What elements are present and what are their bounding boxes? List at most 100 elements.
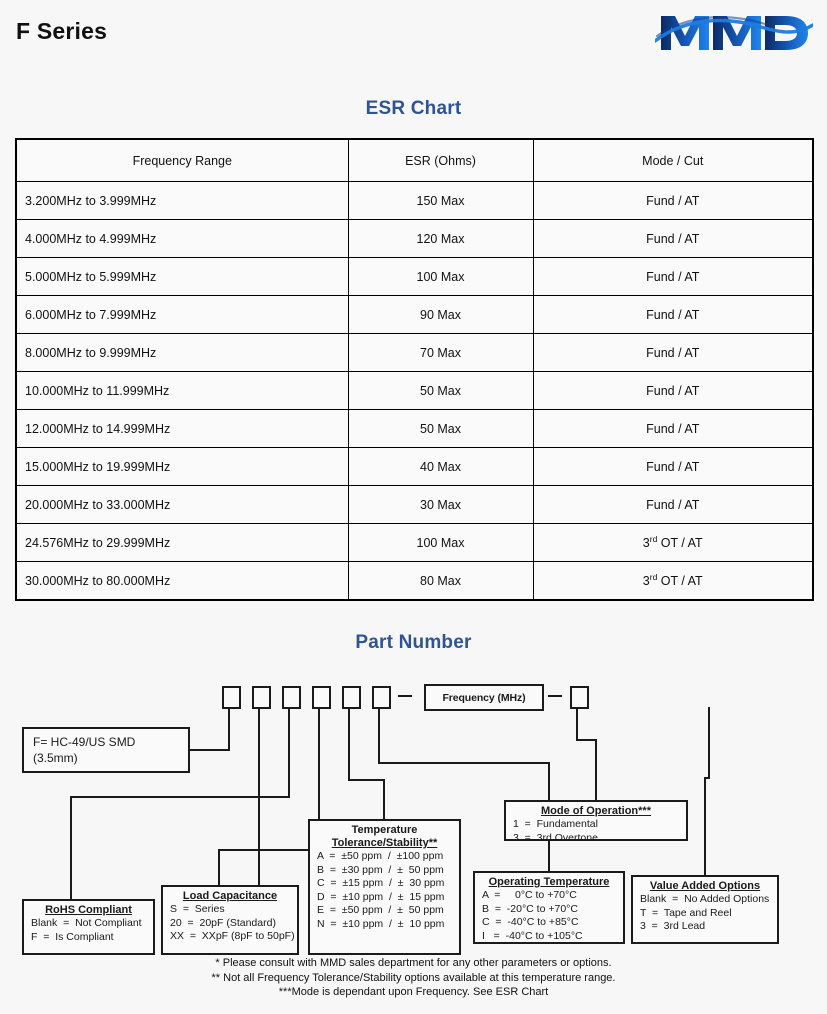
package-line-2: (3.5mm) [33,751,78,765]
cell-esr: 80 Max [347,561,534,601]
cell-esr: 70 Max [347,333,534,372]
pn-dash-2 [548,695,562,697]
cell-mode-cut: Fund / AT [532,485,814,524]
cell-mode-cut: 3rd OT / AT [532,561,814,601]
mode-of-operation-line-1: 1 = Fundamental [513,818,598,830]
value-added-options-line-1: Blank = No Added Options [640,893,770,905]
table-header-row: Frequency Range ESR (Ohms) Mode / Cut [15,138,814,182]
mode-of-operation-line-2: 3 = 3rd Overtone [513,831,598,844]
rohs-line-1: Blank = Not Compliant [31,917,142,929]
load-capacitance-line-1: S = Series [170,903,225,915]
value-added-options-box: Value Added Options Blank = No Added Opt… [631,875,779,944]
temperature-line-1: A = ±50 ppm / ±100 ppm [317,850,444,862]
temperature-line-2: B = ±30 ppm / ± 50 ppm [317,863,444,876]
footnote-2: ** Not all Frequency Tolerance/Stability… [211,971,616,984]
temperature-line-3: C = ±15 ppm / ± 30 ppm [317,877,445,889]
part-number-diagram: Frequency (MHz) F= HC-49/US SMD (3.5mm) … [0,660,827,1014]
operating-temperature-title: Operating Temperature [488,876,610,888]
cell-mode-cut: Fund / AT [532,295,814,334]
part-number-title: Part Number [355,632,472,653]
package-box: F= HC-49/US SMD (3.5mm) [22,727,190,773]
cell-esr: 150 Max [347,181,534,220]
cell-esr: 50 Max [347,371,534,410]
pn-frequency-box[interactable]: Frequency (MHz) [424,684,544,711]
pn-code-box-3[interactable] [282,686,301,709]
temperature-line-5: E = ±50 ppm / ± 50 ppm [317,904,444,916]
pn-code-box-2[interactable] [252,686,271,709]
cell-esr: 50 Max [347,409,534,448]
mode-of-operation-box: Mode of Operation*** 1 = Fundamental 3 =… [504,800,688,844]
pn-code-box-1[interactable] [222,686,241,709]
pn-dash-1 [398,695,412,697]
operating-temperature-line-2: B = -20°C to +70°C [482,902,578,915]
cell-esr: 40 Max [347,447,534,486]
cell-esr: 100 Max [347,257,534,296]
esr-table-wrapper: Frequency Range ESR (Ohms) Mode / Cut 3.… [15,138,814,601]
cell-frequency-range: 24.576MHz to 29.999MHz [15,523,349,562]
operating-temperature-line-4: I = -40°C to +105°C [482,929,583,942]
cell-mode-cut: Fund / AT [532,219,814,258]
pn-code-box-7[interactable] [570,686,589,709]
cell-mode-cut: 3rd OT / AT [532,523,814,562]
value-added-options-line-2: T = Tape and Reel [640,906,732,919]
cell-mode-cut: Fund / AT [532,409,814,448]
cell-frequency-range: 15.000MHz to 19.999MHz [15,447,349,486]
cell-frequency-range: 3.200MHz to 3.999MHz [15,181,349,220]
temperature-tolerance-box: Temperature Tolerance/Stability** A = ±5… [308,819,461,955]
temperature-title-line-2: Tolerance/Stability** [331,837,438,849]
cell-frequency-range: 4.000MHz to 4.999MHz [15,219,349,258]
rohs-line-2: F = Is Compliant [31,930,114,943]
cell-mode-cut: Fund / AT [532,333,814,372]
cell-frequency-range: 20.000MHz to 33.000MHz [15,485,349,524]
load-capacitance-box: Load Capacitance S = Series 20 = 20pF (S… [161,885,299,955]
load-capacitance-line-2: 20 = 20pF (Standard) [170,916,276,929]
load-capacitance-line-3: XX = XXpF (8pF to 50pF) [170,930,295,942]
cell-frequency-range: 6.000MHz to 7.999MHz [15,295,349,334]
cell-frequency-range: 30.000MHz to 80.000MHz [15,561,349,601]
package-line-1: F= HC-49/US SMD [33,735,136,749]
cell-mode-cut: Fund / AT [532,371,814,410]
mmd-logo [653,10,815,56]
esr-chart-title: ESR Chart [365,98,462,119]
temperature-title-line-1: Temperature [351,824,418,836]
pn-code-box-6[interactable] [372,686,391,709]
mode-of-operation-title: Mode of Operation*** [540,805,651,817]
column-header-frequency-range: Frequency Range [15,138,349,182]
ordinal-suffix: rd [649,534,658,545]
footnote-3: ***Mode is dependant upon Frequency. See… [278,986,549,998]
column-header-mode-cut: Mode / Cut [532,138,814,182]
rohs-box: RoHS Compliant Blank = Not Compliant F =… [22,899,155,955]
pn-code-box-5[interactable] [342,686,361,709]
cell-frequency-range: 5.000MHz to 5.999MHz [15,257,349,296]
column-header-esr-ohms: ESR (Ohms) [347,138,534,182]
esr-table: Frequency Range ESR (Ohms) Mode / Cut 3.… [15,138,814,601]
cell-frequency-range: 12.000MHz to 14.999MHz [15,409,349,448]
cell-frequency-range: 10.000MHz to 11.999MHz [15,371,349,410]
operating-temperature-box: Operating Temperature A = 0°C to +70°C B… [473,871,625,944]
ordinal-suffix: rd [649,572,658,583]
cell-frequency-range: 8.000MHz to 9.999MHz [15,333,349,372]
cell-esr: 30 Max [347,485,534,524]
temperature-line-4: D = ±10 ppm / ± 15 ppm [317,890,445,903]
footnotes: * Please consult with MMD sales departme… [0,956,827,1000]
load-capacitance-title: Load Capacitance [182,890,278,902]
temperature-line-6: N = ±10 ppm / ± 10 ppm [317,917,445,930]
operating-temperature-line-1: A = 0°C to +70°C [482,889,577,901]
cell-mode-cut: Fund / AT [532,181,814,220]
rohs-title: RoHS Compliant [45,904,132,916]
pn-code-box-4[interactable] [312,686,331,709]
footnote-1: * Please consult with MMD sales departme… [215,957,612,969]
cell-esr: 120 Max [347,219,534,258]
operating-temperature-line-3: C = -40°C to +85°C [482,916,579,928]
